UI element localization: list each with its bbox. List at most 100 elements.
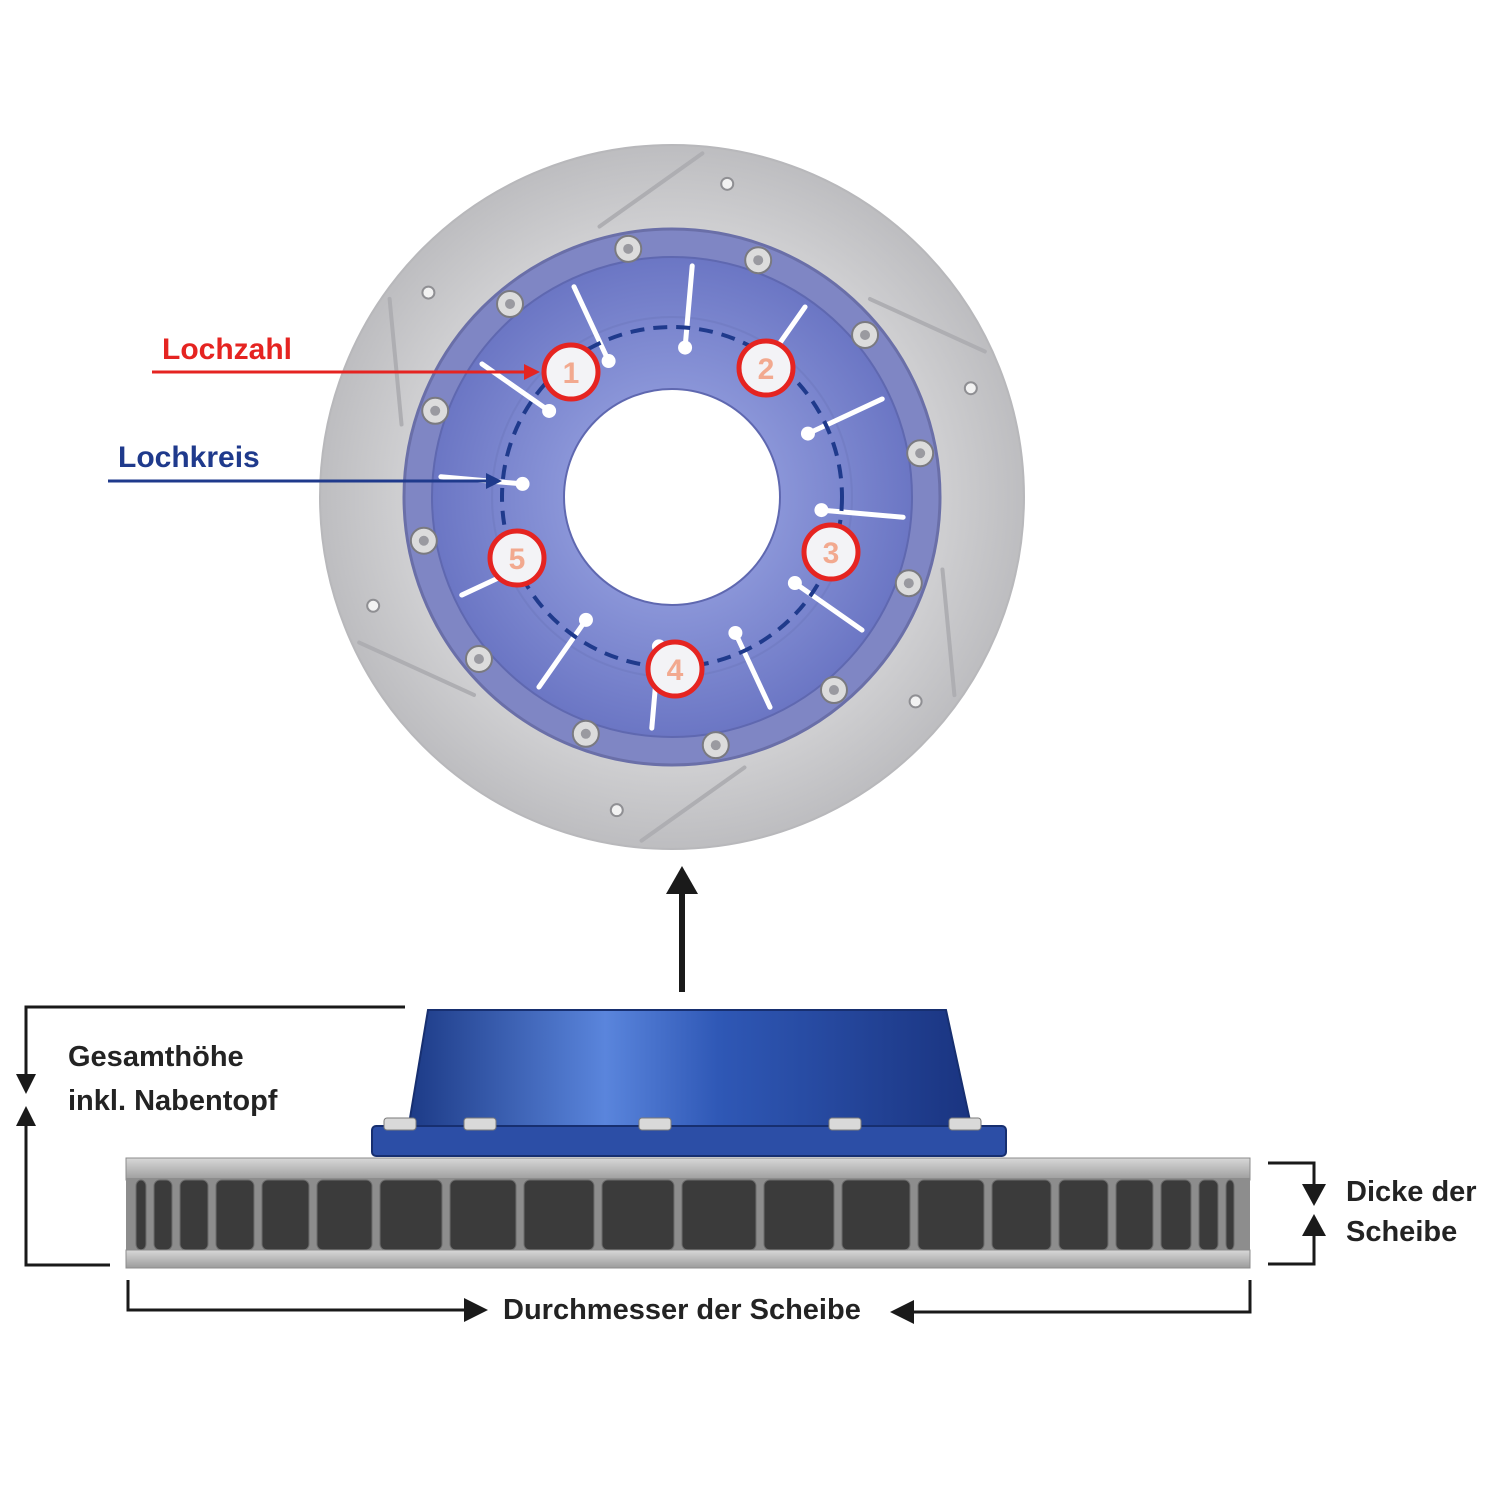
disc-outer-holes (366, 176, 978, 818)
disc-vane-gap (1115, 1179, 1154, 1251)
hub-pin-head (601, 354, 616, 369)
side-view-disc (125, 1009, 1251, 1269)
disc-vane-gap (763, 1179, 835, 1251)
disc-slot (639, 765, 747, 843)
hub-pin (805, 396, 885, 437)
disc-vanes (135, 1179, 1235, 1251)
hole-badge (487, 528, 547, 588)
hub-pin-head (678, 340, 693, 355)
flange-bolt-center (860, 330, 871, 341)
total-height-label-line2: inkl. Nabentopf (68, 1085, 278, 1117)
flange-bolt-center (915, 448, 926, 459)
hub-bell-side (406, 1009, 974, 1131)
side-bolt (828, 1117, 862, 1131)
total-height-arrow-up (16, 1106, 36, 1126)
flange-bolt-center (418, 535, 429, 546)
disc-vane-gap (153, 1179, 173, 1251)
disc-vane-gap (841, 1179, 911, 1251)
hole-count-pointer-head (524, 364, 540, 380)
disc-outer-hole (908, 694, 923, 709)
disc-top-face (125, 1157, 1251, 1181)
disc-vane-gap (523, 1179, 595, 1251)
diameter-dimension (126, 1280, 1252, 1314)
side-bolt (948, 1117, 982, 1131)
hub-pin (682, 263, 695, 351)
disc-slots (357, 151, 987, 843)
diameter-arrow-right (464, 1298, 488, 1322)
flange-bolt-center (710, 740, 721, 751)
disc-vane-gap (601, 1179, 675, 1251)
hub-pin-head (800, 426, 815, 441)
flange-bolt-center (828, 685, 839, 696)
thickness-dimension (1268, 1161, 1316, 1266)
disc-vane-gap (179, 1179, 209, 1251)
total-height-arrow-down (16, 1074, 36, 1094)
flange-bolt-center (753, 255, 764, 266)
disc-vane-gap (1058, 1179, 1109, 1251)
hole-number: 2 (758, 353, 775, 386)
disc-vane-gap (135, 1179, 147, 1251)
disc-vane-gap (1160, 1179, 1192, 1251)
side-bolt (638, 1117, 672, 1131)
hole-badge (541, 342, 601, 402)
hub-pin (792, 580, 865, 633)
disc-vane-gap (261, 1179, 310, 1251)
flange-bolt-center (473, 653, 484, 664)
bolt-circle-pointer-head (486, 473, 502, 489)
disc-slot (357, 640, 477, 697)
hole-badge (736, 338, 796, 398)
hole-badge (645, 639, 705, 699)
hub-pin (571, 284, 612, 364)
disc-slot (387, 296, 404, 427)
disc-bottom-face (125, 1249, 1251, 1269)
disc-vane-gap (681, 1179, 757, 1251)
hole-number: 5 (509, 543, 526, 576)
hub-pin (818, 507, 906, 520)
hole-badge (801, 522, 861, 582)
bolt-circle-label: Lochkreis (118, 441, 260, 474)
disc-outer-hole (421, 285, 436, 300)
hub-bolts (409, 234, 935, 760)
view-up-arrow-head (666, 866, 698, 894)
thickness-label-line2: Scheibe (1346, 1216, 1458, 1248)
hub-pin-head (787, 576, 802, 591)
disc-vane-gap (316, 1179, 373, 1251)
hole-number: 3 (823, 537, 840, 570)
side-bolt (463, 1117, 497, 1131)
hub-pin-head (578, 612, 593, 627)
flange-bolt-center (580, 728, 591, 739)
disc-vane-gap (379, 1179, 443, 1251)
hole-count-label: Lochzahl (162, 333, 293, 366)
thickness-arrow-up (1302, 1214, 1326, 1236)
disc-slot (940, 567, 957, 698)
hole-number: 1 (563, 357, 580, 390)
disc-vane-gap (917, 1179, 985, 1251)
flange-bolt-center (903, 578, 914, 589)
disc-vane-gap (215, 1179, 255, 1251)
hub-pin-head (515, 476, 530, 491)
hub-pin (536, 617, 589, 690)
thickness-arrow-down (1302, 1184, 1326, 1206)
side-bolt (383, 1117, 417, 1131)
disc-outer-hole (963, 381, 978, 396)
center-bore (563, 388, 781, 606)
disc-vane-gap (1198, 1179, 1219, 1251)
side-bolts (383, 1117, 982, 1131)
disc-vane-gap (449, 1179, 517, 1251)
hub-pin (732, 630, 773, 710)
flange-bolt-center (623, 243, 634, 254)
hub-pin-head (728, 625, 743, 640)
hub-pin-head (542, 403, 557, 418)
diameter-label: Durchmesser der Scheibe (503, 1294, 861, 1326)
total-height-dimension (24, 1005, 405, 1267)
flange-bolt-center (505, 298, 516, 309)
hub-flange-side (371, 1125, 1007, 1157)
thickness-label-line1: Dicke der (1346, 1176, 1477, 1208)
disc-vane-gap (991, 1179, 1052, 1251)
disc-vane-gap (1225, 1179, 1235, 1251)
flange-bolt-center (430, 405, 441, 416)
disc-slot (867, 297, 987, 354)
hub-pin-head (814, 503, 829, 518)
